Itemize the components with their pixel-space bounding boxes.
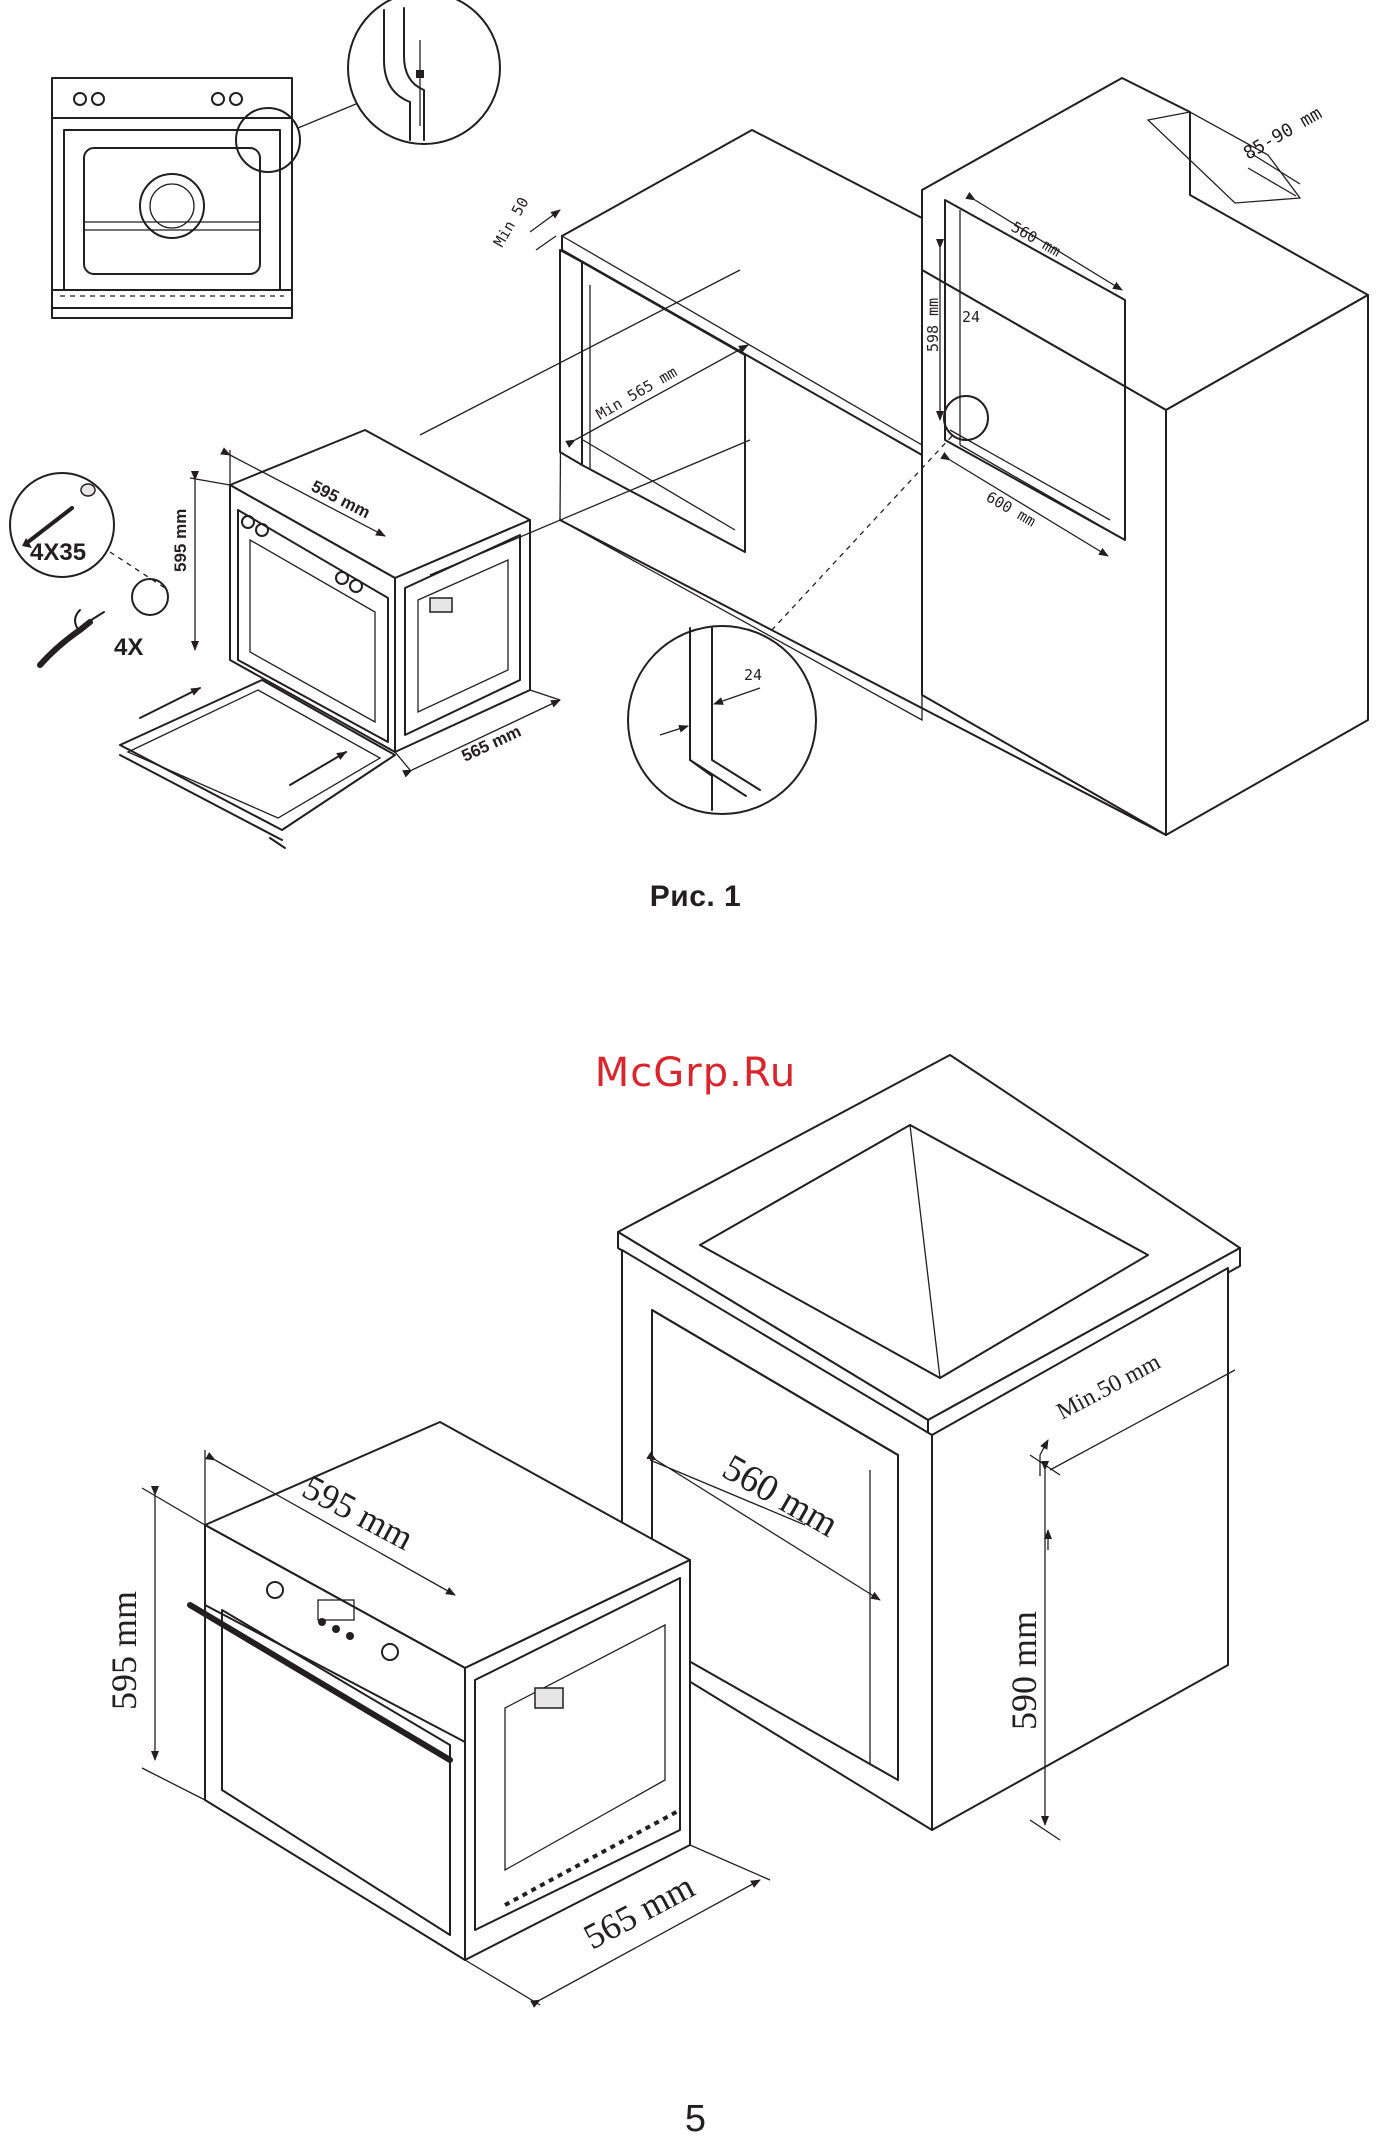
label-opening-height: 598 mm (924, 298, 942, 352)
figure-caption: Рис. 1 (0, 880, 1391, 914)
label-min-top: Min 50 (490, 194, 533, 250)
screw-and-screwdriver (10, 473, 168, 665)
label-screw-spec: 4X35 (30, 539, 86, 566)
page-number: 5 (0, 2098, 1391, 2141)
label-oven-height: 595 mm (171, 509, 190, 572)
label-side-gap-detail: 24 (744, 666, 762, 684)
label-min-depth: Min 565 mm (593, 363, 680, 424)
figure-1: 85-90 mm 560 mm 598 mm 24 600 mm Min 50 … (10, 0, 1368, 848)
label-oven-height-2: 595 mm (104, 1591, 144, 1710)
cabinet-figure-2 (618, 1055, 1240, 1840)
watermark: McGrp.Ru (0, 1050, 1391, 1096)
label-opening-height-2: 590 mm (1004, 1611, 1044, 1730)
label-oven-depth: 565 mm (459, 722, 524, 766)
label-clearance-top: 85-90 mm (1240, 103, 1326, 165)
oven-front-inset (52, 78, 292, 318)
side-gap-detail (628, 626, 816, 814)
figure-2: Min.50 mm 560 mm 590 mm 595 mm 595 mm 56… (104, 1055, 1240, 2005)
label-screw-count: 4X (114, 634, 143, 661)
label-side-gap-top: 24 (962, 308, 980, 326)
